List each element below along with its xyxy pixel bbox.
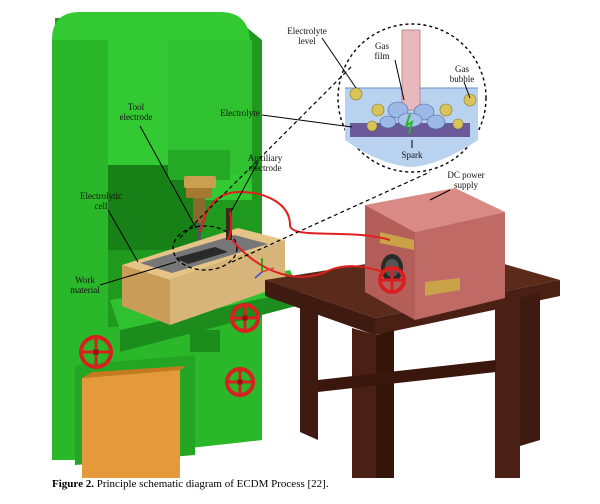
label-auxiliary-electrode: Auxiliary electrode xyxy=(247,153,283,173)
detail-circle xyxy=(179,23,487,263)
label-tool-electrode: Tool electrode xyxy=(119,102,153,122)
zoom-region-ellipse xyxy=(172,225,238,271)
label-electrolyte-level: Electrolyte level xyxy=(287,26,327,46)
caption-text: Principle schematic diagram of ECDM Proc… xyxy=(93,478,329,490)
hand-wheels xyxy=(79,266,406,397)
wires xyxy=(200,190,391,278)
dc-power-supply xyxy=(365,188,505,320)
label-spark: Spark xyxy=(401,150,423,160)
label-work-material: Work material xyxy=(70,275,100,295)
figure-caption: Figure 2. Principle schematic diagram of… xyxy=(52,478,329,490)
axis-gizmo xyxy=(254,258,275,279)
label-gas-film: Gas film xyxy=(374,41,390,61)
label-dc-power-supply: DC power supply xyxy=(447,170,485,190)
label-gas-bubble: Gas bubble xyxy=(449,64,475,84)
leader-lines xyxy=(99,37,471,286)
label-electrolyte: Electrolyte xyxy=(220,108,260,118)
caption-prefix: Figure 2. xyxy=(52,478,94,490)
machine-column xyxy=(52,12,300,478)
label-electrolytic-cell: Electrolytic cell xyxy=(80,191,122,211)
